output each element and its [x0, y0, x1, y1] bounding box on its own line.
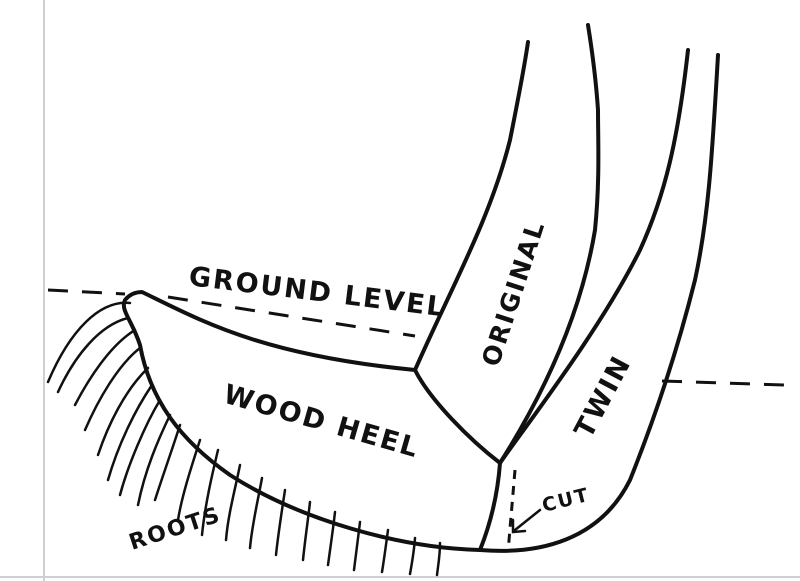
cut-line [506, 469, 517, 553]
ground-level-line-mid [167, 295, 416, 338]
twin-label: TWIN [569, 350, 638, 443]
cut-label: CUT [540, 484, 592, 517]
original-stem-right-edge [498, 23, 601, 465]
twin-stem-left-edge [498, 48, 690, 465]
ground-level-line-right [661, 379, 786, 387]
original-stem-left-edge [413, 40, 530, 372]
ground-level-line-left [47, 288, 126, 296]
roots [46, 301, 442, 577]
wood-heel-outline [121, 290, 502, 552]
twin-stem-right-edge [478, 53, 720, 553]
cut-arrow [513, 508, 542, 532]
wood-heel-label: WOOD HEEL [220, 379, 423, 465]
cut-arrowhead [511, 518, 527, 534]
original-label: ORIGINAL [476, 216, 550, 369]
ground-level-label: GROUND LEVEL [187, 261, 447, 323]
roots-label: ROOTS [126, 503, 224, 556]
